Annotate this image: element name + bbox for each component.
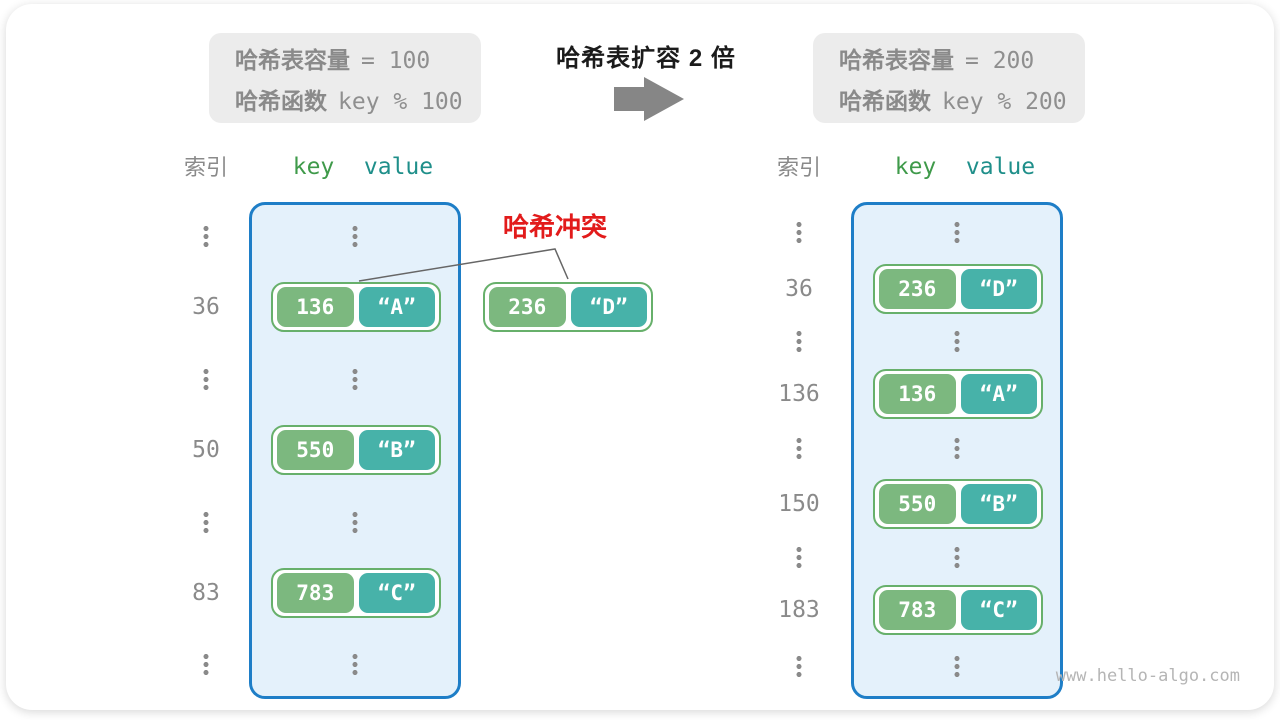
kv-pair-236-D-colliding: 236 “D” xyxy=(483,282,653,332)
ellipsis-dots xyxy=(203,653,209,675)
key-header: key xyxy=(894,154,937,180)
ellipsis-dots xyxy=(352,511,358,533)
kv-pair-550-B: 550 “B” xyxy=(271,425,441,475)
hash-function-line: 哈希函数 key % 100 xyxy=(235,82,481,116)
hash-function-label: 哈希函数 xyxy=(839,87,931,114)
expansion-title: 哈希表扩容 2 倍 xyxy=(556,45,736,72)
value-cell: “B” xyxy=(358,430,435,470)
kv-pair-136-A: 136 “A” xyxy=(271,282,441,332)
ellipsis-dots xyxy=(203,368,209,390)
kv-pair-783-C: 783 “C” xyxy=(873,585,1043,635)
hash-function-value: key % 100 xyxy=(338,88,463,115)
ellipsis-dots xyxy=(796,221,802,243)
index-label: 136 xyxy=(778,381,820,407)
kv-pair-136-A: 136 “A” xyxy=(873,369,1043,419)
index-label: 36 xyxy=(785,276,813,302)
value-cell: “A” xyxy=(358,287,435,327)
index-label: 83 xyxy=(192,580,220,606)
key-cell: 236 xyxy=(489,287,566,327)
index-label: 50 xyxy=(192,437,220,463)
value-cell: “B” xyxy=(960,484,1037,524)
kv-pair-236-D: 236 “D” xyxy=(873,264,1043,314)
value-cell: “C” xyxy=(960,590,1037,630)
ellipsis-dots xyxy=(352,368,358,390)
key-cell: 550 xyxy=(277,430,354,470)
expand-right-arrow-icon xyxy=(614,77,684,121)
kv-pair-550-B: 550 “B” xyxy=(873,479,1043,529)
value-cell: “D” xyxy=(960,269,1037,309)
capacity-label: 哈希表容量 xyxy=(839,46,954,73)
capacity-line: 哈希表容量 = 100 xyxy=(235,41,481,75)
hash-function-label: 哈希函数 xyxy=(235,87,327,114)
key-cell: 136 xyxy=(277,287,354,327)
value-cell: “D” xyxy=(570,287,647,327)
new-table-info-box: 哈希表容量 = 200 哈希函数 key % 200 xyxy=(813,33,1085,123)
watermark: www.hello-algo.com xyxy=(1055,666,1240,686)
index-column-header: 索引 xyxy=(776,155,822,180)
key-header: key xyxy=(292,154,335,180)
ellipsis-dots xyxy=(954,221,960,243)
key-cell: 783 xyxy=(277,573,354,613)
value-cell: “C” xyxy=(358,573,435,613)
ellipsis-dots xyxy=(954,330,960,352)
index-label: 150 xyxy=(778,491,820,517)
kv-pair-783-C: 783 “C” xyxy=(271,568,441,618)
hash-function-value: key % 200 xyxy=(942,88,1067,115)
index-label: 36 xyxy=(192,294,220,320)
ellipsis-dots xyxy=(352,225,358,247)
key-cell: 783 xyxy=(879,590,956,630)
ellipsis-dots xyxy=(203,225,209,247)
capacity-label: 哈希表容量 xyxy=(235,46,350,73)
figure-card: 哈希表容量 = 100 哈希函数 key % 100 哈希表容量 = 200 哈… xyxy=(6,4,1274,710)
value-header: value xyxy=(965,154,1036,180)
ellipsis-dots xyxy=(796,546,802,568)
capacity-value: = 100 xyxy=(361,47,431,74)
key-value-header: key value xyxy=(271,154,441,180)
key-cell: 136 xyxy=(879,374,956,414)
ellipsis-dots xyxy=(954,437,960,459)
index-label: 183 xyxy=(778,597,820,623)
capacity-line: 哈希表容量 = 200 xyxy=(839,41,1085,75)
ellipsis-dots xyxy=(796,437,802,459)
ellipsis-dots xyxy=(796,655,802,677)
index-column-header: 索引 xyxy=(183,155,229,180)
diagram-overlay xyxy=(358,77,684,282)
key-cell: 236 xyxy=(879,269,956,309)
key-cell: 550 xyxy=(879,484,956,524)
capacity-value: = 200 xyxy=(965,47,1035,74)
key-value-header: key value xyxy=(873,154,1043,180)
hash-collision-label: 哈希冲突 xyxy=(503,212,608,242)
ellipsis-dots xyxy=(796,330,802,352)
hash-function-line: 哈希函数 key % 200 xyxy=(839,82,1085,116)
ellipsis-dots xyxy=(954,546,960,568)
ellipsis-dots xyxy=(954,655,960,677)
value-header: value xyxy=(363,154,434,180)
value-cell: “A” xyxy=(960,374,1037,414)
old-table-info-box: 哈希表容量 = 100 哈希函数 key % 100 xyxy=(209,33,481,123)
ellipsis-dots xyxy=(352,653,358,675)
ellipsis-dots xyxy=(203,511,209,533)
